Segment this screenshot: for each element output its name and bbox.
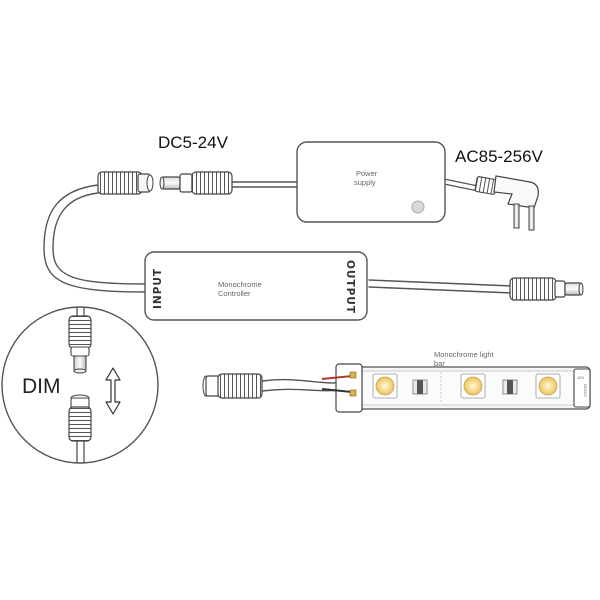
resistor [412, 379, 428, 395]
strip-end-clip [321, 363, 363, 413]
output-port-label: OUTPUT [344, 260, 356, 314]
led-chip [535, 373, 561, 399]
dim-detail-circle: DIM [1, 306, 159, 464]
led-chip [372, 373, 398, 399]
light-bar-label-2: bar [434, 359, 445, 368]
led-chip [460, 373, 486, 399]
led-light-bar: Monochrome light bar [321, 350, 591, 413]
input-loop-cable [43, 184, 147, 293]
strip-female-jack [202, 373, 263, 399]
dc-voltage-label: DC5-24V [158, 133, 229, 152]
power-supply-indicator [411, 200, 425, 214]
output-cable [368, 279, 513, 287]
input-port-label: INPUT [152, 268, 164, 309]
controller-label-2: Controller [218, 289, 251, 298]
double-arrow-icon [105, 367, 121, 415]
strip-end-cap: 12V DC12V [573, 368, 591, 408]
controller-label-1: Monochrome [218, 280, 262, 289]
dc-female-jack [97, 171, 154, 195]
dim-male-connector [68, 307, 92, 374]
ac-plug-icon [474, 175, 539, 231]
ac-voltage-label: AC85-256V [455, 147, 544, 166]
power-supply-label-2: supply [354, 178, 376, 187]
strip-marking-2: DC12V [583, 384, 588, 397]
monochrome-controller: Monochrome Controller INPUT OUTPUT [144, 251, 368, 321]
resistor [502, 379, 518, 395]
ac-cable [443, 178, 479, 187]
output-dc-plug [509, 277, 584, 301]
power-supply-label-1: Power [356, 169, 378, 178]
power-supply: Power supply [296, 141, 446, 223]
dc-male-plug [159, 171, 233, 195]
strip-marking-1: 12V [577, 375, 584, 380]
dim-label: DIM [22, 375, 61, 398]
light-bar-label-1: Monochrome light [434, 350, 495, 359]
dim-female-connector [68, 394, 92, 463]
